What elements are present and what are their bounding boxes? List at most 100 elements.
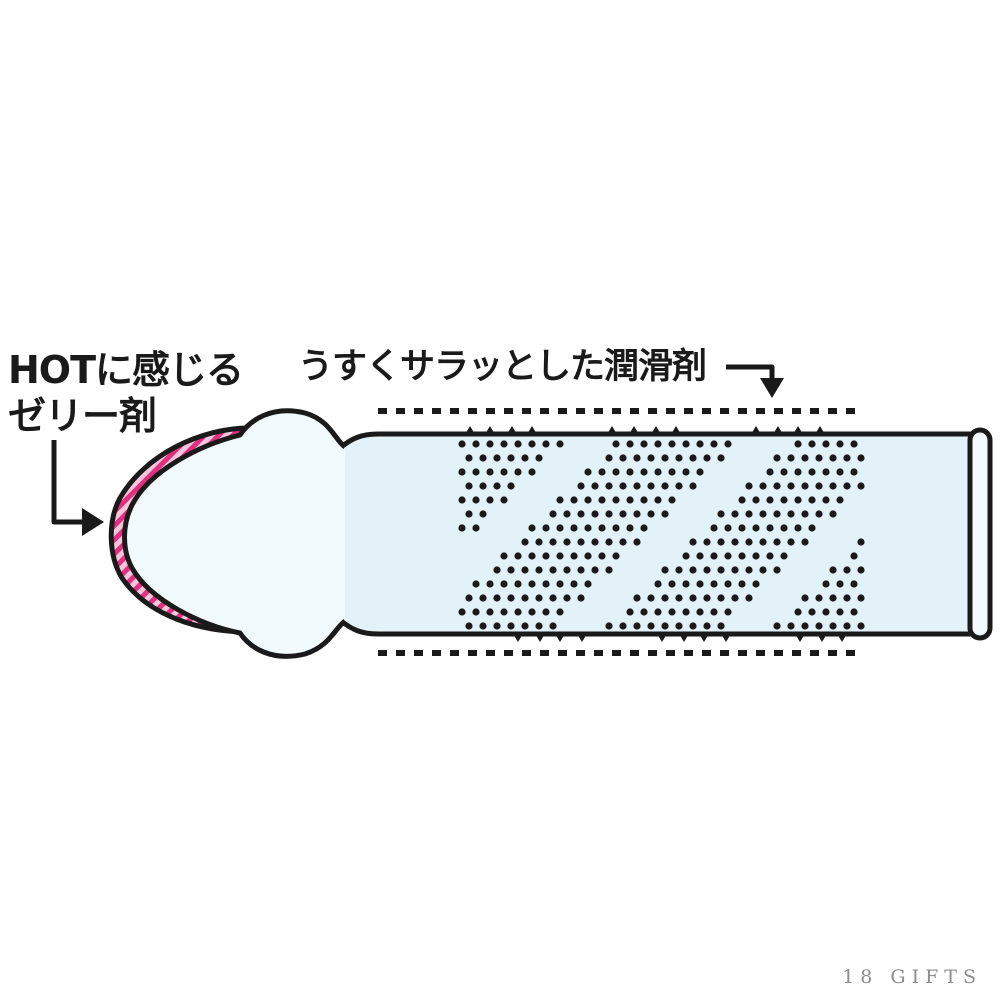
texture-dot — [801, 482, 809, 490]
texture-dot — [829, 566, 837, 574]
texture-dot — [528, 608, 536, 616]
texture-dot — [731, 510, 739, 518]
texture-dot — [773, 510, 781, 518]
texture-dot — [850, 468, 858, 476]
texture-dot — [612, 552, 620, 560]
texture-dot — [605, 538, 613, 546]
texture-dot — [584, 496, 592, 504]
texture-dot — [745, 566, 753, 574]
texture-dot — [724, 608, 732, 616]
texture-dot — [619, 510, 627, 518]
texture-dot — [668, 440, 676, 448]
texture-dot — [815, 482, 823, 490]
texture-dot — [682, 608, 690, 616]
texture-dot — [500, 608, 508, 616]
texture-dot — [836, 608, 844, 616]
texture-dot — [759, 510, 767, 518]
texture-dot — [521, 622, 529, 630]
texture-dot — [521, 594, 529, 602]
texture-dot — [752, 552, 760, 560]
texture-dot — [479, 510, 487, 518]
texture-dot — [493, 566, 501, 574]
lubricant-arrowhead — [760, 378, 784, 398]
texture-dot — [661, 510, 669, 518]
texture-dot — [724, 524, 732, 532]
texture-dot — [857, 594, 865, 602]
edge-bump-top — [506, 426, 518, 436]
texture-dot — [521, 566, 529, 574]
texture-dot — [724, 440, 732, 448]
texture-dot — [801, 538, 809, 546]
texture-dot — [458, 468, 466, 476]
texture-dot — [843, 454, 851, 462]
texture-dot — [514, 580, 522, 588]
texture-dot — [829, 510, 837, 518]
texture-dot — [689, 538, 697, 546]
texture-dot — [801, 622, 809, 630]
texture-dot — [542, 608, 550, 616]
texture-dot — [857, 622, 865, 630]
texture-dot — [654, 496, 662, 504]
texture-dot — [738, 580, 746, 588]
texture-dot — [857, 454, 865, 462]
texture-dot — [521, 538, 529, 546]
texture-dot — [752, 580, 760, 588]
texture-dot — [465, 454, 473, 462]
texture-dot — [472, 608, 480, 616]
texture-dot — [745, 510, 753, 518]
edge-bump-bottom — [534, 632, 546, 642]
texture-dot — [605, 566, 613, 574]
edge-bump-top — [628, 426, 640, 436]
texture-dot — [696, 440, 704, 448]
texture-dot — [465, 510, 473, 518]
texture-dot — [829, 482, 837, 490]
texture-dot — [787, 482, 795, 490]
texture-dot — [591, 566, 599, 574]
texture-dot — [738, 552, 746, 560]
texture-dot — [808, 524, 816, 532]
texture-dot — [486, 580, 494, 588]
texture-dot — [633, 482, 641, 490]
texture-dot — [773, 538, 781, 546]
texture-dot — [549, 622, 557, 630]
edge-bump-top — [814, 426, 826, 436]
texture-dot — [794, 608, 802, 616]
texture-dot — [500, 496, 508, 504]
texture-dot — [528, 440, 536, 448]
texture-dot — [696, 580, 704, 588]
texture-dot — [675, 454, 683, 462]
edge-bump-bottom — [816, 632, 828, 642]
texture-dot — [696, 468, 704, 476]
texture-dot — [598, 552, 606, 560]
texture-dot — [591, 482, 599, 490]
texture-dot — [787, 538, 795, 546]
texture-dot — [493, 622, 501, 630]
texture-dot — [724, 580, 732, 588]
edge-bump-top — [606, 426, 618, 436]
condom-rim — [967, 427, 993, 641]
texture-dot — [857, 566, 865, 574]
texture-dot — [577, 482, 585, 490]
texture-dot — [479, 622, 487, 630]
texture-dot — [479, 482, 487, 490]
texture-dot — [703, 538, 711, 546]
texture-dot — [479, 594, 487, 602]
texture-dot — [535, 594, 543, 602]
texture-dot — [745, 594, 753, 602]
texture-dot — [479, 454, 487, 462]
texture-dot — [619, 482, 627, 490]
texture-dot — [591, 538, 599, 546]
texture-dot — [654, 468, 662, 476]
texture-dot — [836, 468, 844, 476]
texture-dot — [640, 468, 648, 476]
texture-dot — [465, 594, 473, 602]
edge-bump-bottom — [554, 632, 566, 642]
texture-dot — [703, 566, 711, 574]
edge-bump-top — [772, 426, 784, 436]
texture-dot — [808, 468, 816, 476]
texture-dot — [626, 440, 634, 448]
texture-dot — [731, 594, 739, 602]
texture-dot — [724, 552, 732, 560]
texture-dot — [682, 440, 690, 448]
texture-dot — [633, 454, 641, 462]
